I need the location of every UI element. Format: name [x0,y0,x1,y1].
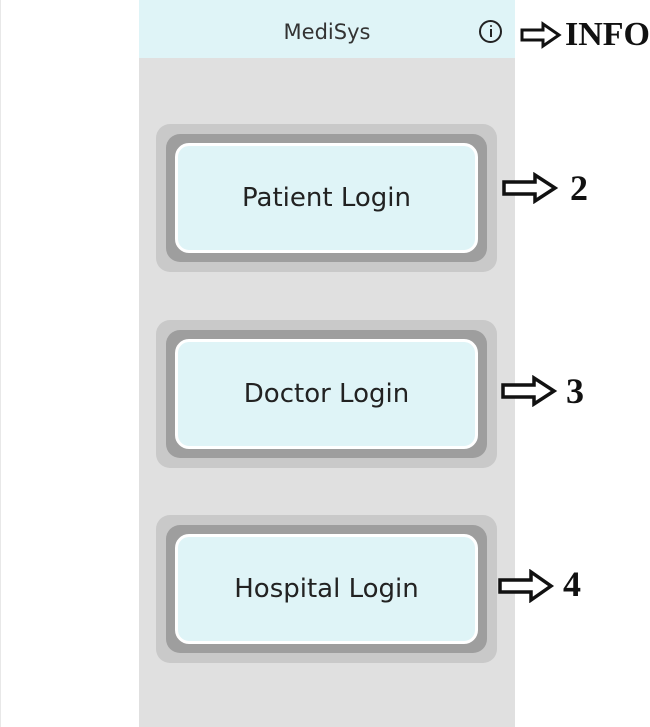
info-annotation-arrow-icon [520,21,562,49]
doctor-login-inner-frame: Doctor Login [166,330,487,458]
patient-annotation-arrow-icon [502,172,559,204]
hospital-annotation-label: 4 [563,564,581,604]
patient-login-frame: Patient Login [156,124,497,272]
hospital-login-inner-frame: Hospital Login [166,525,487,653]
info-icon[interactable] [479,20,502,43]
patient-login-button[interactable]: Patient Login [175,143,478,253]
app-screen: MediSys Patient Login Doctor Login Hospi… [139,0,515,727]
hospital-login-button[interactable]: Hospital Login [175,534,478,644]
hospital-login-frame: Hospital Login [156,515,497,663]
doctor-annotation-arrow-icon [501,375,558,407]
info-annotation-label: INFO [565,16,650,53]
patient-annotation-label: 2 [570,168,588,208]
info-icon-dot [489,25,492,27]
doctor-annotation-label: 3 [566,371,584,411]
app-title: MediSys [283,20,371,44]
doctor-login-button[interactable]: Doctor Login [175,339,478,449]
info-icon-bar [489,29,492,37]
page-left-edge [0,0,1,727]
app-header: MediSys [139,0,515,58]
doctor-login-frame: Doctor Login [156,320,497,468]
hospital-annotation-arrow-icon [498,569,555,603]
patient-login-inner-frame: Patient Login [166,134,487,262]
